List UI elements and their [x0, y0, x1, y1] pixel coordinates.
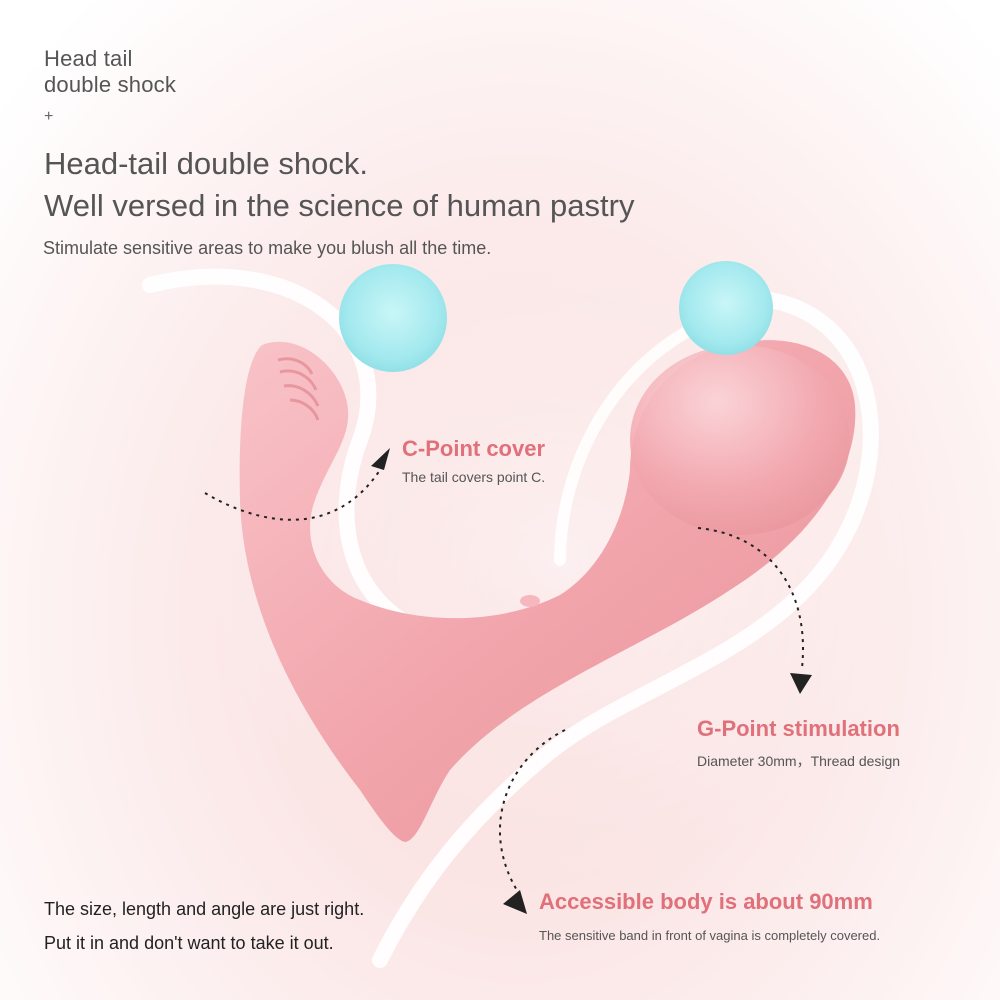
- motion-ribbon-left: [142, 268, 428, 638]
- body-arrow-head: [503, 890, 527, 914]
- plus-symbol: +: [44, 108, 54, 125]
- c-point-description: The tail covers point C.: [402, 469, 546, 485]
- headline-line-2: Well versed in the science of human past…: [44, 188, 635, 223]
- c-point-arrow-head: [371, 448, 390, 470]
- body-length-description: The sensitive band in front of vagina is…: [539, 928, 881, 943]
- bottom-note: The size, length and angle are just righ…: [44, 892, 364, 960]
- button-bump: [520, 595, 540, 607]
- body-arrow-path: [498, 729, 566, 893]
- decorative-ball-left: [339, 264, 447, 372]
- tail-ribs: [277, 357, 320, 421]
- kicker-text: Head tail double shock: [44, 46, 176, 98]
- c-point-title: C-Point cover: [402, 436, 546, 461]
- c-point-arrow-path: [204, 469, 381, 521]
- kicker-line-1: Head tail: [44, 46, 133, 71]
- decorative-ball-right: [679, 261, 773, 355]
- motion-ribbon-mid: [554, 324, 696, 566]
- body-length-title: Accessible body is about 90mm: [539, 889, 873, 914]
- headline-line-1: Head-tail double shock.: [44, 146, 368, 181]
- g-point-arrow-head: [790, 673, 812, 694]
- kicker-line-2: double shock: [44, 72, 177, 97]
- g-point-title: G-Point stimulation: [697, 716, 900, 741]
- motion-ribbon-right: [372, 292, 879, 968]
- bottom-note-line-1: The size, length and angle are just righ…: [44, 899, 365, 919]
- bottom-note-line-2: Put it in and don't want to take it out.: [44, 933, 334, 953]
- g-point-arrow-path: [697, 527, 804, 669]
- g-point-head: [630, 345, 850, 535]
- intro-text: Stimulate sensitive areas to make you bl…: [43, 238, 492, 258]
- g-point-description: Diameter 30mm，Thread design: [697, 753, 901, 769]
- headline: Head-tail double shock. Well versed in t…: [44, 143, 634, 227]
